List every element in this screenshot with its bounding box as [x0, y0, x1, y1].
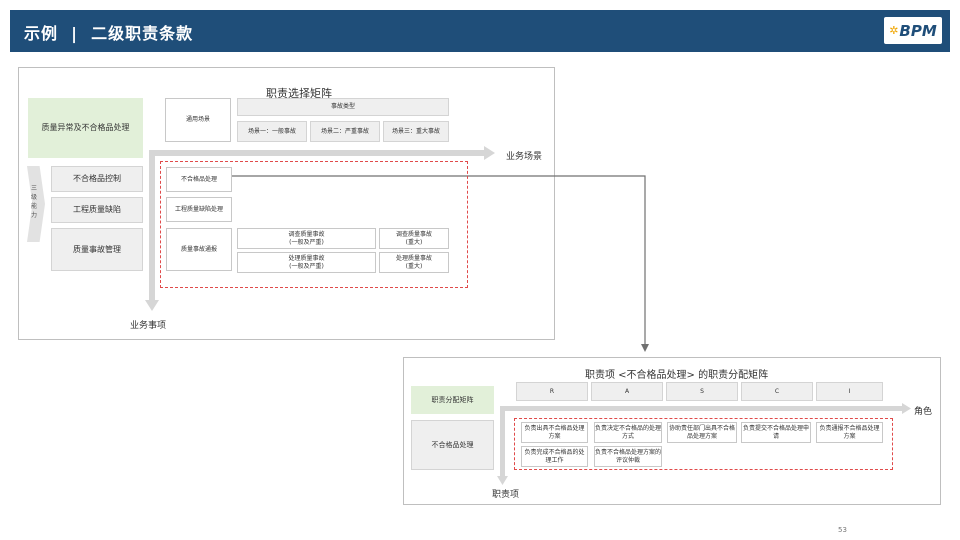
assignment-cell: 负责决定不合格品的处理方式 [594, 422, 662, 443]
capability-box: 工程质量缺陷 [51, 197, 143, 223]
page-title: 示例 | 二级职责条款 [24, 24, 194, 43]
business-item: 不合格品处理 [166, 167, 232, 192]
process-module-label: 质量异常及不合格品处理 [28, 98, 143, 158]
role-header: I [816, 382, 883, 401]
matrix-cell: 处理质量事故 (重大) [379, 252, 449, 273]
header-bar [10, 10, 950, 52]
matrix-cell: 调查质量事故 (一般及严重) [237, 228, 376, 249]
assignment-highlight [514, 418, 893, 470]
level-label: 三级能力 [30, 185, 37, 219]
assignment-cell: 负责出具不合格品处理方案 [521, 422, 588, 443]
assignment-cell: 负责提交不合格品处理申请 [741, 422, 811, 443]
scenario-header: 通用场景 [165, 98, 231, 142]
bpm-logo: ✲ BPM [884, 17, 942, 44]
assignment-row-label: 不合格品处理 [411, 420, 494, 470]
role-header: A [591, 382, 663, 401]
level-chevron [27, 166, 45, 242]
page-number: 53 [838, 526, 847, 534]
role-header: C [741, 382, 813, 401]
role-header: R [516, 382, 588, 401]
assignment-cell: 协助责任部门出具不合格品处理方案 [667, 422, 737, 443]
role-header: S [666, 382, 738, 401]
assignment-cell: 负责不合格品处理方案的评议仲裁 [594, 446, 662, 467]
assignment-cell: 负责通报不合格品处理方案 [816, 422, 883, 443]
capability-box: 质量事故管理 [51, 228, 143, 271]
x-axis-label: 业务场景 [506, 152, 543, 162]
business-item: 质量事故通报 [166, 228, 232, 271]
selection-highlight [160, 161, 468, 288]
matrix2-title: 职责项 <不合格品处理> 的职责分配矩阵 [585, 370, 769, 381]
capability-box: 不合格品控制 [51, 166, 143, 192]
scenario-cell: 场景二：严重事故 [310, 121, 380, 142]
assignment-cell: 负责完成不合格品的处理工作 [521, 446, 588, 467]
x-axis-label: 角色 [914, 407, 933, 417]
matrix-cell: 处理质量事故 (一般及严重) [237, 252, 376, 273]
matrix1-title: 职责选择矩阵 [266, 87, 332, 100]
type-header: 事故类型 [237, 98, 449, 116]
scenario-cell: 场景三：重大事故 [383, 121, 449, 142]
y-axis-label: 职责项 [492, 490, 520, 500]
logo-mark-icon: ✲ [889, 24, 899, 37]
assignment-header-label: 职责分配矩阵 [411, 386, 494, 414]
logo-text: BPM [899, 21, 937, 40]
matrix-cell: 调查质量事故 (重大) [379, 228, 449, 249]
y-axis-label: 业务事项 [130, 321, 167, 331]
business-item: 工程质量缺陷处理 [166, 197, 232, 222]
scenario-cell: 场景一：一般事故 [237, 121, 307, 142]
